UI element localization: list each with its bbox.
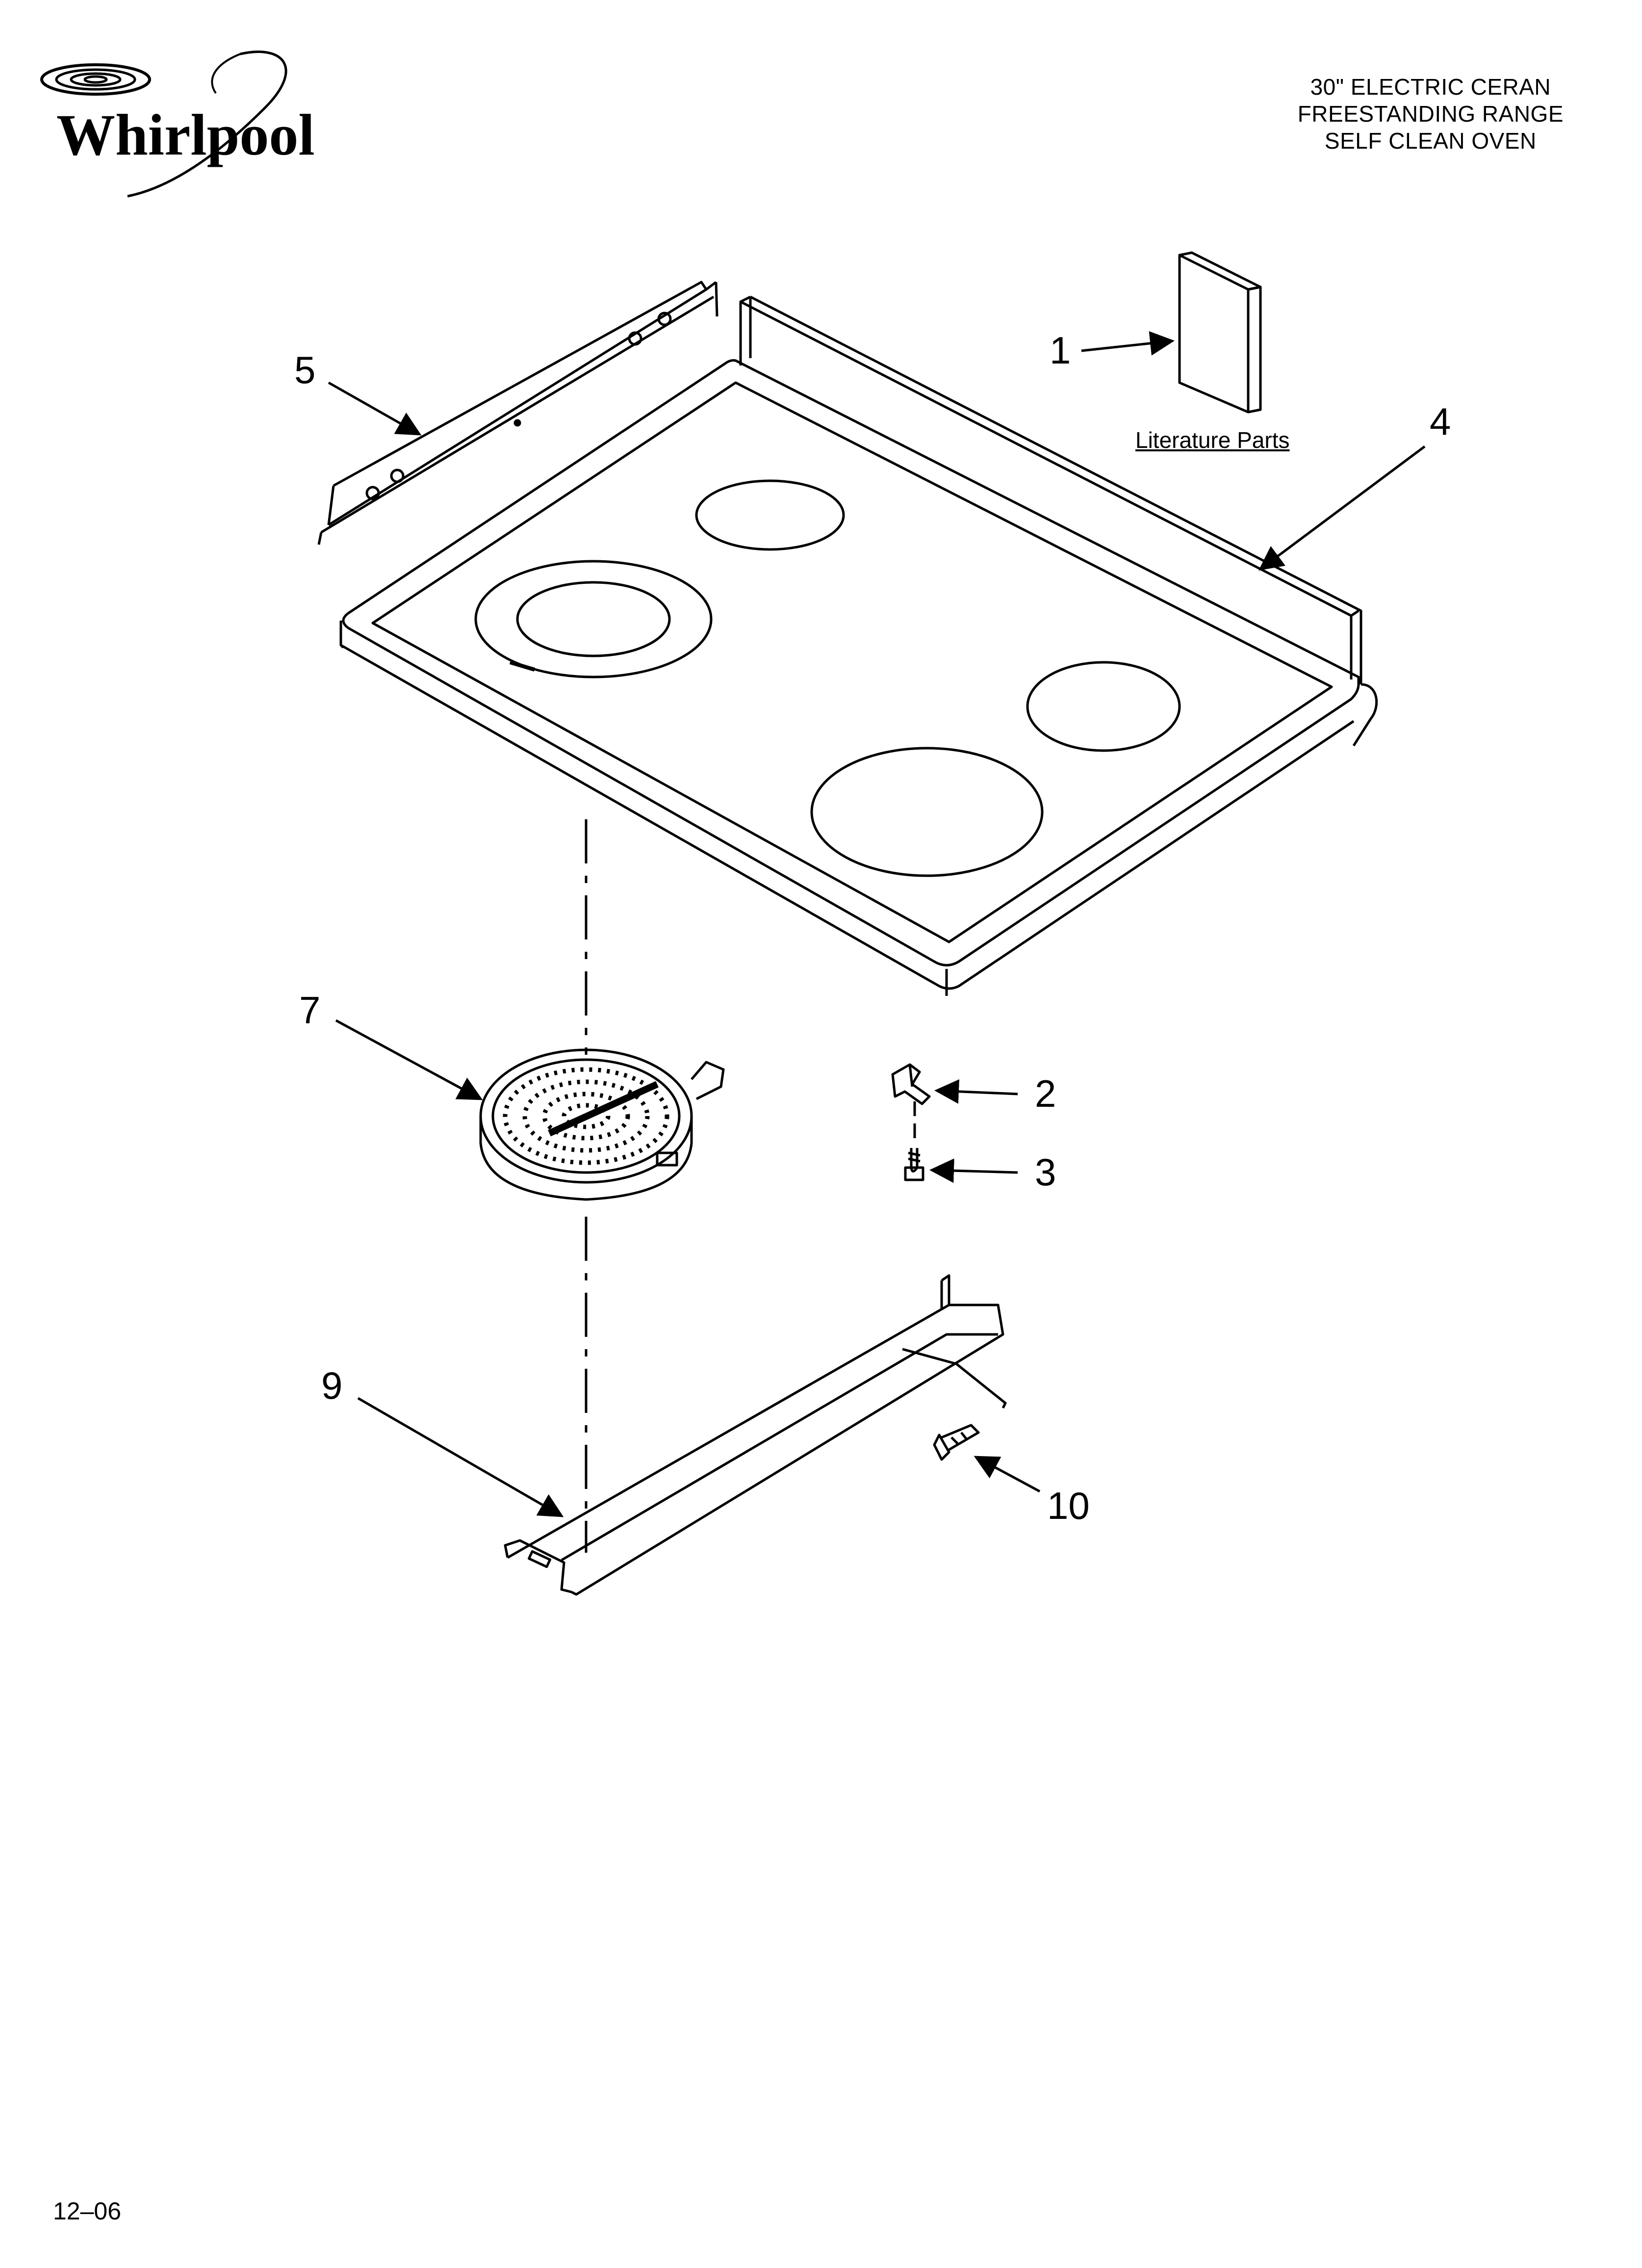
clip-screw	[904, 1148, 924, 1181]
rear-trim-rail	[317, 281, 718, 545]
callout-4: 4	[1430, 400, 1451, 443]
callout-2: 2	[1035, 1072, 1056, 1115]
callout-5: 5	[294, 348, 316, 391]
leader-line-5	[328, 381, 422, 436]
callout-9: 9	[321, 1364, 343, 1407]
bracket-screw	[933, 1424, 980, 1461]
callout-7: 7	[299, 989, 321, 1032]
callout-10: 10	[1047, 1484, 1090, 1527]
leader-line-9	[357, 1397, 564, 1517]
literature-parts-booklet	[1178, 251, 1262, 414]
revision-code: 12–06	[53, 2197, 122, 2225]
leader-line-1	[1081, 331, 1175, 356]
literature-parts-label: Literature Parts	[1135, 427, 1290, 453]
callout-3: 3	[1035, 1150, 1056, 1194]
mounting-clip	[891, 1063, 931, 1105]
cooktop-glass	[339, 295, 1378, 996]
title-line-1: 30" ELECTRIC CERAN	[1310, 74, 1551, 100]
leader-line-2	[934, 1079, 1018, 1104]
leader-line-4	[1258, 445, 1426, 571]
title-line-2: FREESTANDING RANGE	[1297, 101, 1564, 127]
whirlpool-logo: Whirlpool	[40, 51, 315, 198]
leader-line-10	[974, 1456, 1041, 1493]
logo-wordmark: Whirlpool	[56, 102, 315, 167]
callout-1: 1	[1050, 329, 1071, 372]
element-support-bracket	[504, 1274, 1007, 1596]
radiant-surface-element	[479, 1048, 725, 1201]
title-line-3: SELF CLEAN OVEN	[1324, 128, 1537, 154]
leader-line-3	[929, 1158, 1018, 1183]
diagram-title: 30" ELECTRIC CERAN FREESTANDING RANGE SE…	[1298, 74, 1564, 155]
leader-line-7	[335, 1019, 483, 1100]
